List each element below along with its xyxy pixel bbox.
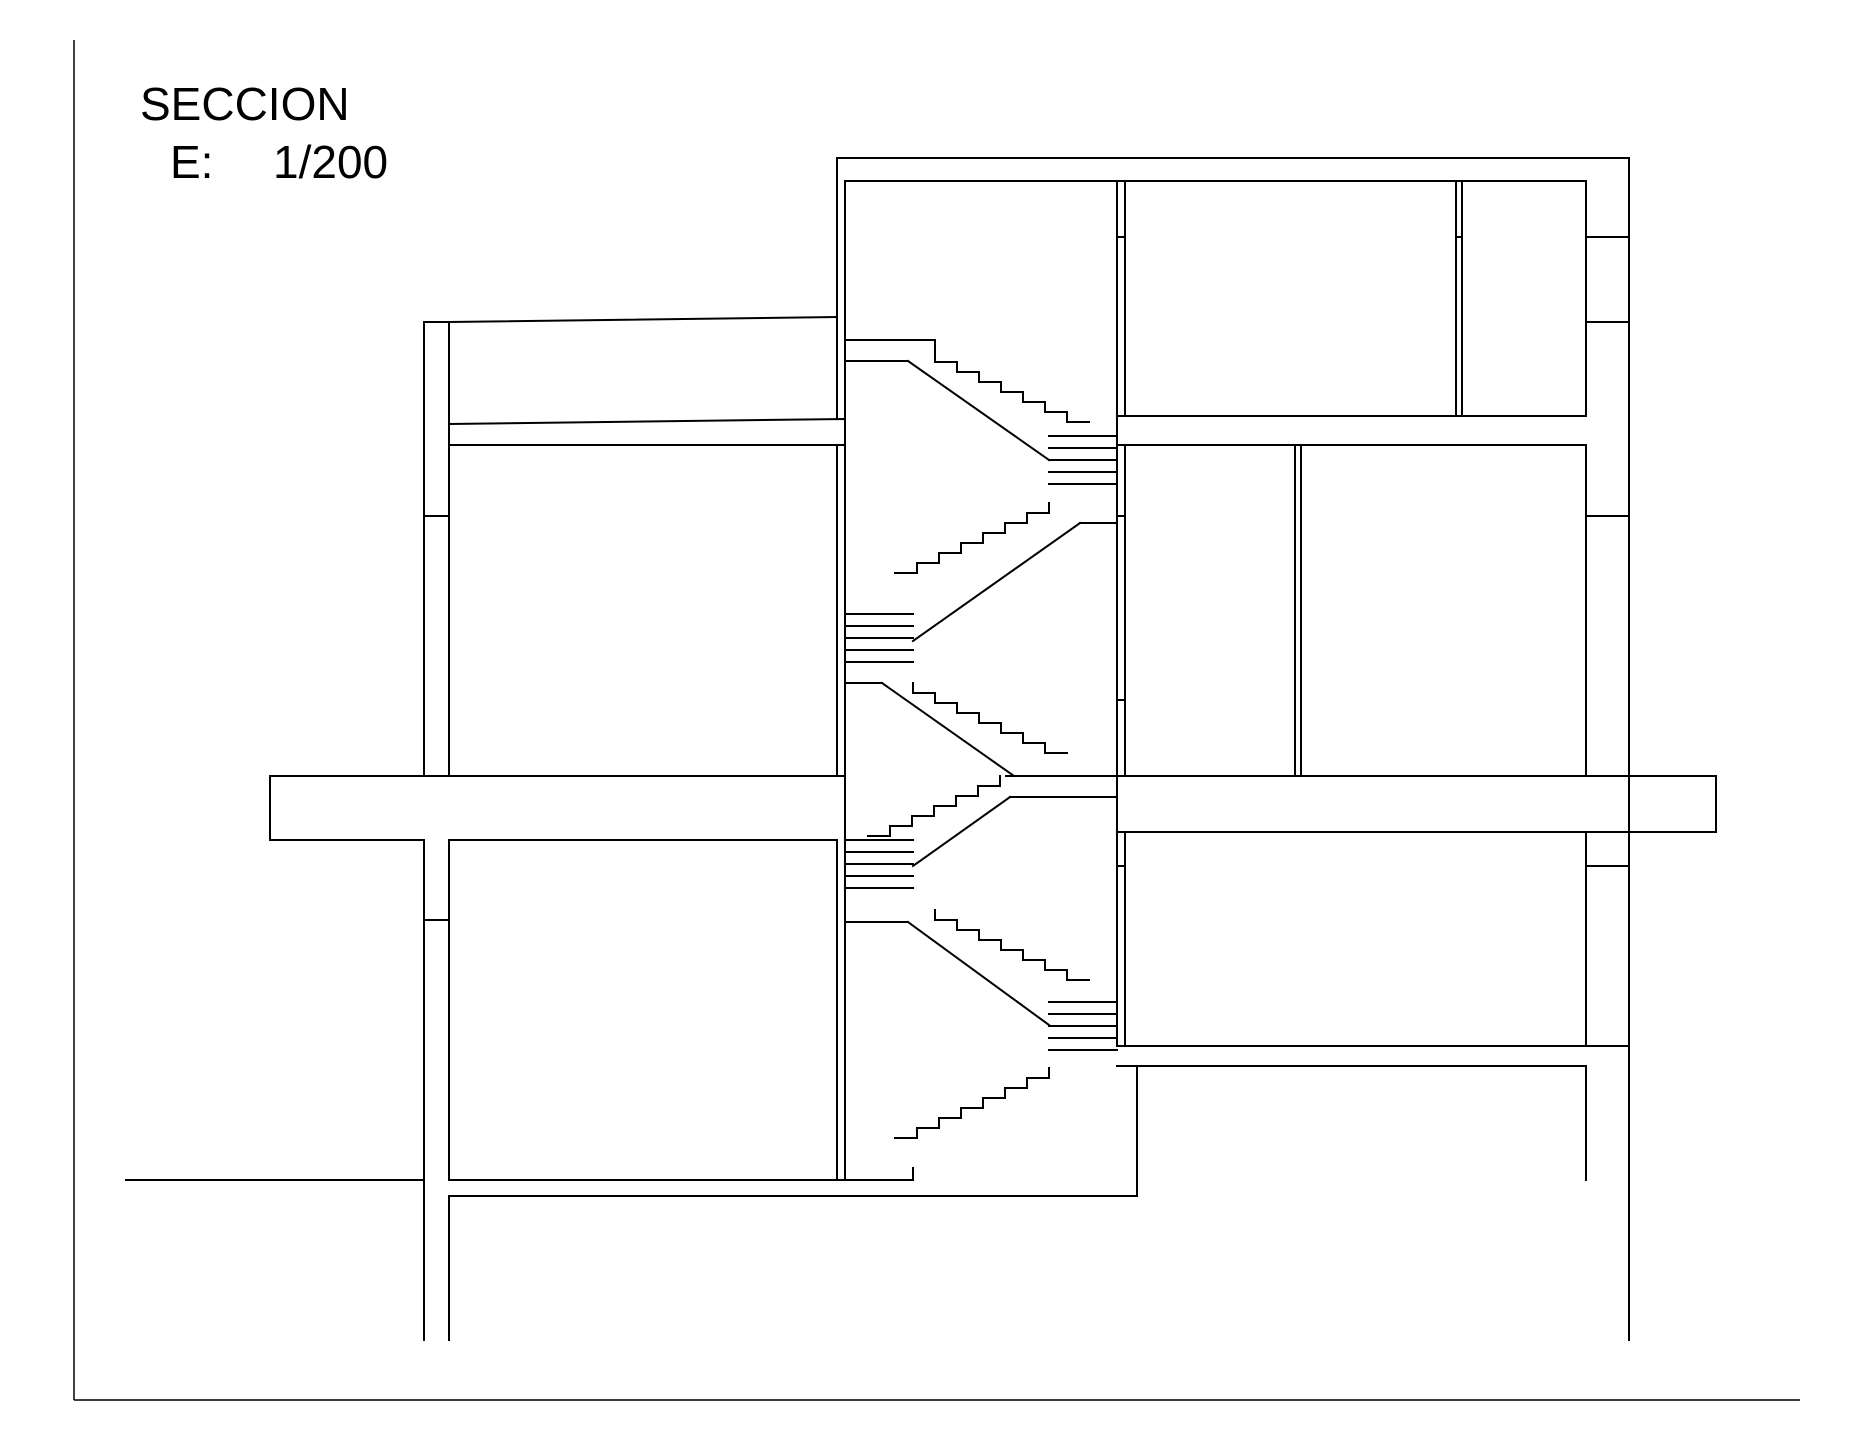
stair-steps — [894, 502, 1050, 574]
drawing-title: SECCION — [140, 78, 350, 130]
stair-soffit — [906, 359, 1051, 462]
stair-landing — [844, 339, 936, 353]
stair-steps — [912, 682, 1068, 754]
scale-value: 1/200 — [273, 136, 388, 188]
upper-slab-right — [1116, 415, 1587, 446]
interior-partitions — [1294, 180, 1463, 777]
stair-soffit — [906, 920, 1051, 1027]
stair-steps — [894, 1067, 1050, 1139]
sheet-border — [73, 40, 1800, 1401]
stair-steps — [867, 775, 1001, 837]
stair-soffit — [911, 795, 1012, 868]
stair-soffit — [911, 521, 1082, 643]
left-wall — [423, 321, 450, 1341]
upper-volume — [836, 157, 1630, 1341]
stair-flights — [844, 339, 1118, 1181]
scale-label: E: — [170, 136, 213, 188]
stair-steps — [934, 351, 1090, 423]
ground-floor-slab — [448, 1045, 1630, 1197]
stair-steps — [934, 909, 1090, 981]
left-roof-slab — [447, 315, 847, 446]
left-interior-wall — [836, 157, 846, 1181]
stair-soffit — [880, 681, 1016, 778]
title-block: SECCION E: 1/200 — [140, 78, 388, 188]
stair-core-right-wall — [1116, 180, 1126, 1047]
